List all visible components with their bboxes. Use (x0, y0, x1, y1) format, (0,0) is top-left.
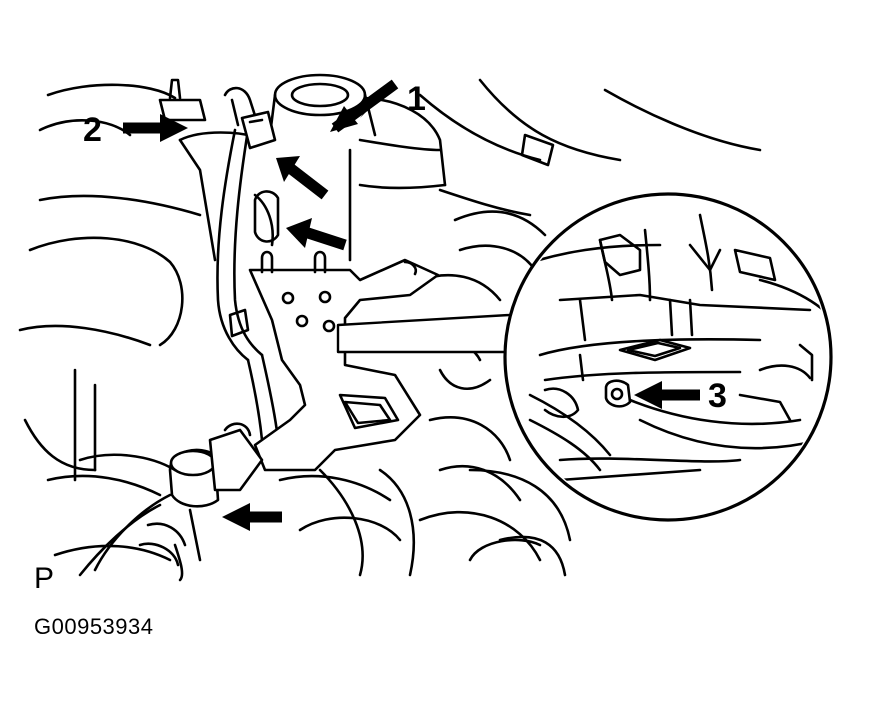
arrow-callout-2 (123, 114, 188, 142)
callout-number-1: 1 (407, 80, 426, 118)
background-linework (18, 78, 762, 577)
arrow-connector (276, 156, 329, 200)
bracket-plate (248, 190, 440, 472)
wire-harness (216, 86, 280, 442)
arrow-callout-1 (330, 79, 399, 133)
figure-id: G00953934 (34, 614, 154, 639)
callout-number-2: 2 (83, 111, 102, 149)
callout-number-3: 3 (708, 377, 727, 415)
arrow-callout-3 (634, 381, 700, 409)
inset-detail-view (503, 192, 833, 522)
view-letter: P (34, 562, 55, 595)
hose-clamp-assembly (78, 422, 264, 582)
arrow-bracket (286, 218, 347, 251)
arrow-clamp (222, 503, 282, 531)
